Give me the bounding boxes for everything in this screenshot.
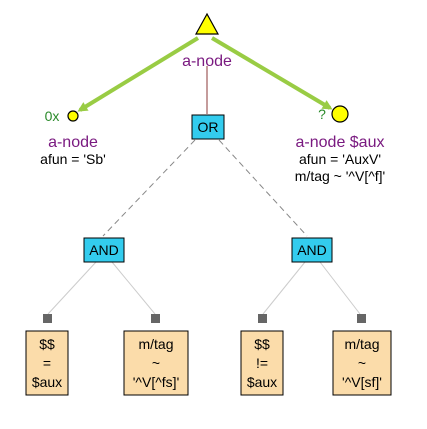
- edge-or-and-right: [218, 139, 308, 237]
- root-triangle-node[interactable]: [194, 12, 220, 35]
- and-right-label: AND: [297, 242, 327, 258]
- condition-box-2[interactable]: [123, 330, 189, 396]
- edge-andr-box2: [319, 261, 361, 315]
- edge-root-left: [77, 36, 200, 112]
- condition-box-1[interactable]: [25, 330, 69, 396]
- right-child-label: a-node $aux: [296, 134, 385, 151]
- condition-box-3[interactable]: [240, 330, 284, 396]
- or-node[interactable]: [191, 114, 225, 140]
- leaf-marker-4: [357, 314, 366, 323]
- right-child-node[interactable]: [331, 105, 349, 123]
- condition-box-4-line2: ~: [358, 355, 366, 371]
- left-quantifier: 0x: [45, 108, 60, 124]
- or-label: OR: [198, 119, 219, 135]
- condition-box-1-line3: $aux: [32, 374, 62, 390]
- edge-or-and-left: [102, 139, 196, 237]
- condition-box-1-line2: =: [43, 355, 51, 371]
- and-left-node[interactable]: [83, 237, 125, 263]
- left-child-label: a-node: [48, 134, 98, 151]
- condition-box-2-line1: m/tag: [138, 336, 173, 352]
- edge-andr-box1: [262, 261, 306, 315]
- edge-root-right: [210, 36, 333, 110]
- condition-box-4[interactable]: [332, 330, 392, 396]
- leaf-marker-3: [258, 314, 267, 323]
- condition-box-3-line1: $$: [254, 336, 270, 352]
- right-child-attr1: afun = 'AuxV': [299, 151, 381, 167]
- leaf-marker-2: [151, 314, 160, 323]
- and-right-node[interactable]: [291, 237, 333, 263]
- edge-andl-box1: [47, 261, 97, 315]
- right-child-attr2: m/tag ~ '^V[^f]': [295, 168, 385, 184]
- condition-box-4-line1: m/tag: [344, 336, 379, 352]
- condition-box-2-line3: '^V[^fs]': [133, 374, 180, 390]
- condition-box-3-line3: $aux: [247, 374, 277, 390]
- edge-andl-box2: [111, 261, 156, 315]
- and-left-label: AND: [89, 242, 119, 258]
- condition-box-1-line1: $$: [39, 336, 55, 352]
- root-label: a-node: [182, 53, 232, 70]
- right-quantifier: ?: [318, 106, 326, 122]
- condition-box-4-line3: '^V[sf]': [342, 374, 382, 390]
- condition-box-3-line2: !=: [256, 355, 268, 371]
- leaf-marker-1: [43, 314, 52, 323]
- left-child-attr: afun = 'Sb': [40, 151, 106, 167]
- left-child-node[interactable]: [67, 110, 79, 122]
- condition-box-2-line2: ~: [152, 355, 160, 371]
